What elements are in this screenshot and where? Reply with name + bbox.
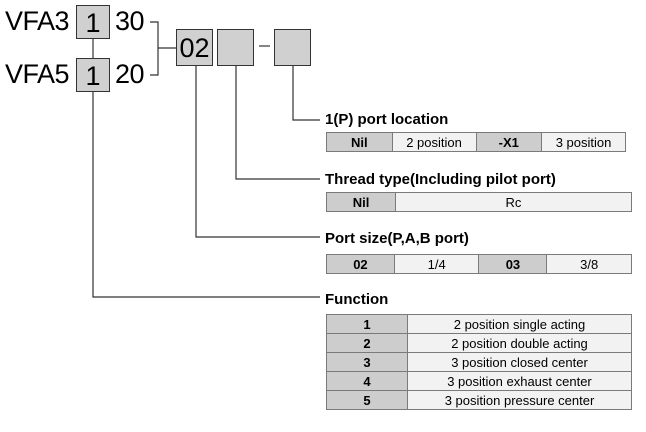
leader-port-location [292,66,320,121]
port-size-code-box: 02 [176,29,213,66]
series-label-vfa5: VFA5 [5,59,70,89]
port-size-value-1-4: 1/4 [393,254,480,274]
function-code: 1 [326,314,408,334]
function-table: 1 2 position single acting 2 2 position … [326,314,632,410]
function-code: 3 [326,352,408,372]
port-size-key-03: 03 [478,254,548,274]
size-label-30: 30 [115,6,145,36]
function-code: 5 [326,390,408,410]
function-row: 1 2 position single acting [326,314,632,334]
leader-port-size [195,66,320,238]
port-location-value-3pos: 3 position [541,132,626,152]
digit-box-vfa5: 1 [76,58,110,92]
function-row: 5 3 position pressure center [326,390,632,410]
port-location-table: Nil 2 position -X1 3 position [326,132,626,152]
function-row: 3 3 position closed center [326,352,632,372]
function-desc: 2 position single acting [407,314,632,334]
port-size-key-02: 02 [326,254,395,274]
function-row: 2 2 position double acting [326,333,632,353]
thread-type-value-rc: Rc [395,192,632,212]
thread-type-code-box [217,29,254,66]
size-label-20: 20 [115,59,145,89]
port-size-table: 02 1/4 03 3/8 [326,254,632,274]
function-title: Function [325,291,389,308]
leader-function [92,92,320,298]
function-desc: 3 position closed center [407,352,632,372]
function-code: 4 [326,371,408,391]
function-desc: 3 position exhaust center [407,371,632,391]
digit-box-vfa3: 1 [76,5,110,39]
thread-type-title: Thread type(Including pilot port) [325,171,556,188]
function-desc: 3 position pressure center [407,390,632,410]
port-size-value-3-8: 3/8 [546,254,632,274]
leader-thread-type [235,66,320,180]
thread-type-table: Nil Rc [326,192,632,212]
function-code: 2 [326,333,408,353]
series-label-vfa3: VFA3 [5,6,70,36]
bracket-30-20 [150,21,159,76]
port-size-title: Port size(P,A,B port) [325,230,469,247]
function-desc: 2 position double acting [407,333,632,353]
port-location-value-2pos: 2 position [391,132,477,152]
port-location-key-x1: -X1 [475,132,543,152]
port-location-code-box [274,29,311,66]
port-location-key-nil: Nil [326,132,393,152]
thread-type-key-nil: Nil [326,192,396,212]
function-row: 4 3 position exhaust center [326,371,632,391]
port-location-title: 1(P) port location [325,111,449,128]
